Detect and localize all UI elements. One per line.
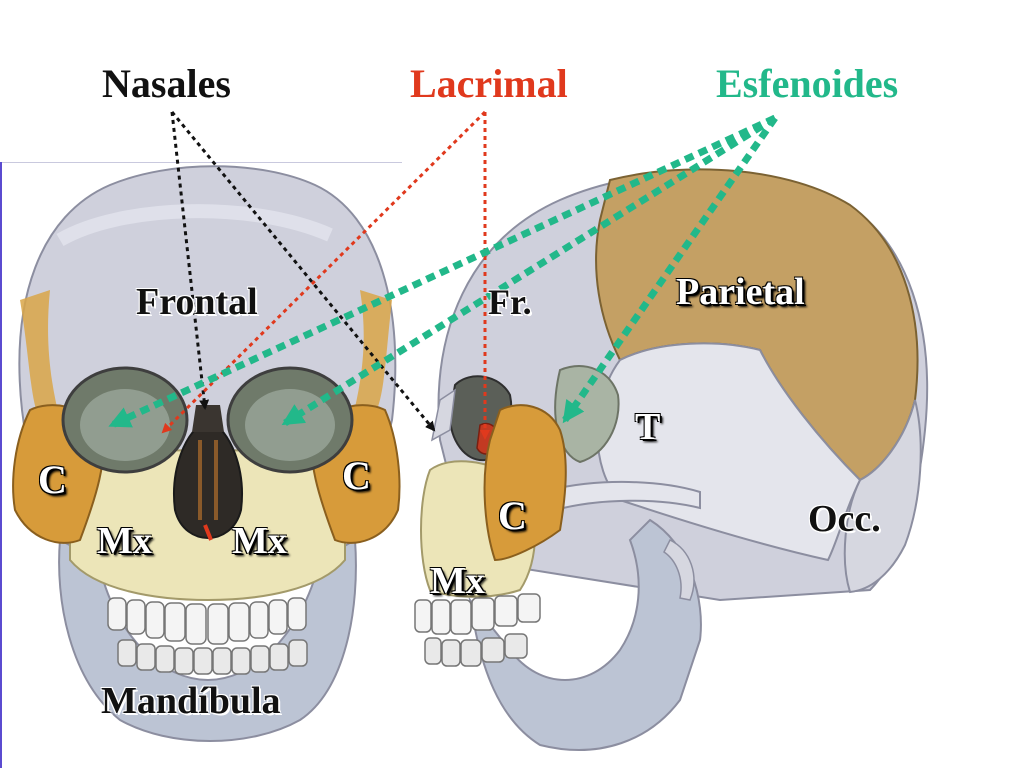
lateral-skull bbox=[414, 168, 929, 751]
front-skull bbox=[12, 165, 401, 742]
nasales-pointers bbox=[170, 111, 436, 432]
nasales-pointer-front bbox=[170, 111, 210, 410]
label-c-lateral: C bbox=[498, 493, 527, 538]
label-mx-lateral: Mx bbox=[430, 560, 485, 602]
esfenoides-pointer-lateral bbox=[562, 116, 778, 424]
header-nasales: Nasales bbox=[102, 61, 231, 106]
esfenoides-pointer-front-left bbox=[108, 114, 777, 429]
lateral-mandible bbox=[468, 518, 702, 751]
esfenoides-pointer-front-right bbox=[281, 115, 777, 426]
label-frontal: Frontal bbox=[136, 281, 258, 323]
label-mx-front-right: Mx bbox=[232, 520, 287, 562]
header-esfenoides: Esfenoides bbox=[716, 61, 899, 106]
label-c-front-left: C bbox=[38, 457, 67, 502]
frame-line-left bbox=[0, 162, 2, 768]
label-parietal: Parietal bbox=[676, 271, 805, 313]
front-nasal-bones bbox=[192, 405, 224, 432]
label-occ: Occ. bbox=[808, 498, 881, 540]
label-mandibula: Mandíbula bbox=[101, 680, 281, 722]
lateral-zygomatic bbox=[483, 404, 567, 562]
frame-line-top bbox=[0, 162, 402, 163]
esfenoides-pointers bbox=[108, 114, 778, 429]
front-nasal-aperture bbox=[173, 418, 243, 540]
header-lacrimal: Lacrimal bbox=[410, 61, 568, 106]
label-fr: Fr. bbox=[488, 282, 532, 322]
lateral-occipital bbox=[843, 399, 922, 594]
label-mx-front-left: Mx bbox=[97, 520, 152, 562]
label-c-front-right: C bbox=[342, 453, 371, 498]
label-temporal: T bbox=[635, 406, 661, 448]
front-mandible bbox=[58, 538, 357, 742]
